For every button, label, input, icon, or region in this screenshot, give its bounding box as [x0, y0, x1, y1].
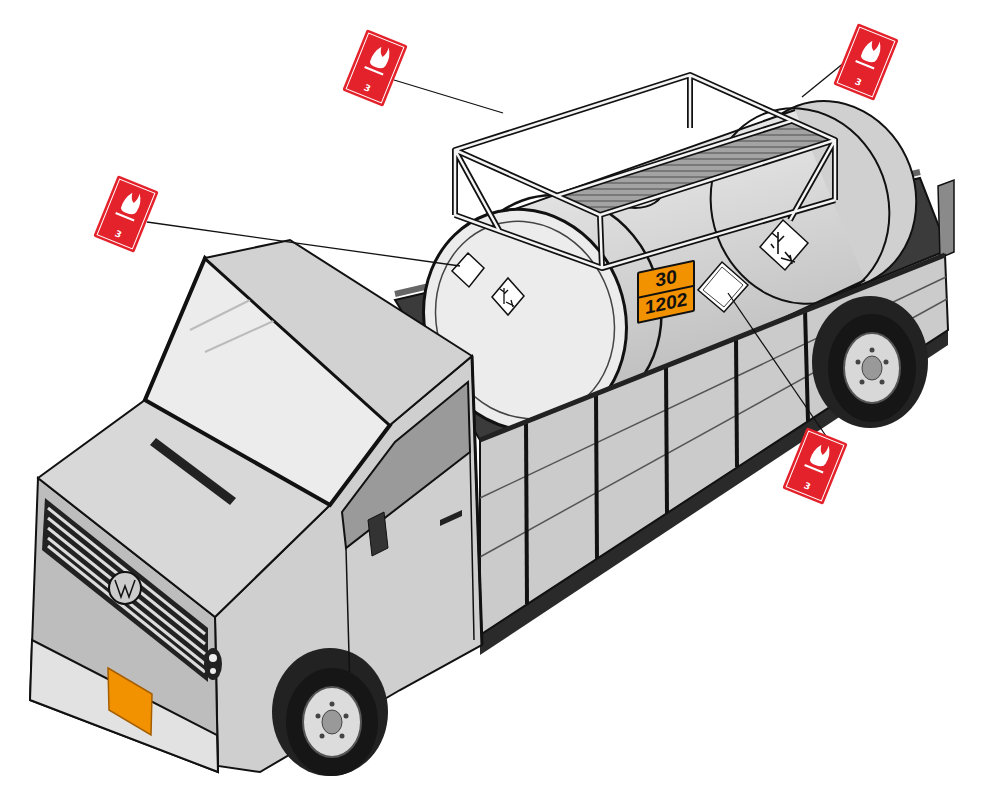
bed-side-panel [480, 255, 948, 655]
cab [30, 240, 482, 776]
tank-frame [455, 75, 835, 268]
rear-wheel [812, 296, 928, 428]
flammable-placard [342, 29, 408, 107]
leader-lines [147, 62, 845, 436]
flammable-placard [833, 23, 899, 101]
flammable-placard [93, 175, 159, 253]
front-wheel [286, 668, 378, 776]
flammable-placard [782, 427, 848, 505]
